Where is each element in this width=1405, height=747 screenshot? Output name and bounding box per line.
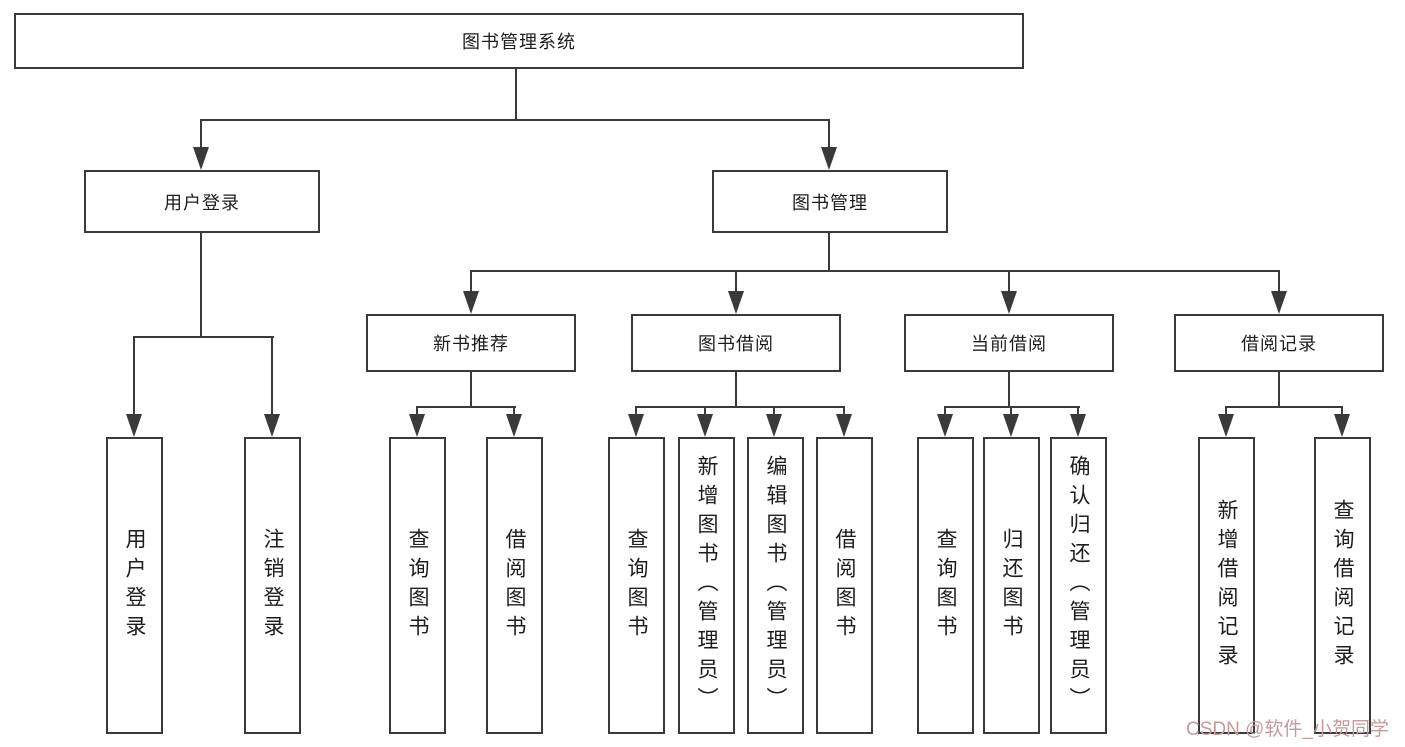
connector-line: [416, 406, 516, 408]
connector-line: [1008, 372, 1010, 408]
node-root: 图书管理系统: [14, 13, 1024, 69]
connector-line: [200, 119, 202, 149]
leaf-add-books-admin: 新增图书（管理员）: [678, 437, 735, 734]
connector-line: [133, 336, 135, 416]
arrow-down-icon: [463, 291, 479, 314]
connector-line: [513, 406, 515, 416]
connector-line: [843, 406, 845, 416]
leaf-return-books-label: 归还图书: [1000, 527, 1023, 644]
connector-line: [133, 336, 274, 338]
arrow-down-icon: [1334, 414, 1350, 437]
node-new-book-recommend-label: 新书推荐: [433, 334, 509, 354]
connector-line: [1278, 270, 1280, 293]
connector-line: [1225, 406, 1227, 416]
leaf-query-books-recommend-label: 查询图书: [406, 527, 429, 644]
connector-line: [828, 233, 830, 272]
node-borrowing-records-label: 借阅记录: [1241, 334, 1317, 354]
connector-line: [735, 270, 737, 293]
arrow-down-icon: [937, 414, 953, 437]
leaf-logout: 注销登录: [244, 437, 301, 734]
leaf-user-login: 用户登录: [106, 437, 163, 734]
connector-line: [1008, 270, 1010, 293]
connector-line: [416, 406, 418, 416]
node-book-borrowing: 图书借阅: [631, 314, 841, 372]
arrow-down-icon: [628, 414, 644, 437]
arrow-down-icon: [728, 291, 744, 314]
leaf-user-login-label: 用户登录: [123, 527, 146, 644]
arrow-down-icon: [1001, 291, 1017, 314]
connector-line: [470, 270, 1280, 272]
leaf-query-books-current: 查询图书: [917, 437, 974, 734]
leaf-query-books-current-label: 查询图书: [934, 527, 957, 644]
node-book-management-label: 图书管理: [792, 192, 868, 213]
arrow-down-icon: [1003, 414, 1019, 437]
leaf-edit-books-admin: 编辑图书（管理员）: [747, 437, 804, 734]
node-root-label: 图书管理系统: [462, 32, 576, 52]
connector-line: [635, 406, 845, 408]
arrow-down-icon: [264, 414, 280, 437]
leaf-confirm-return-admin-label: 确认归还（管理员）: [1067, 455, 1090, 716]
connector-line: [271, 336, 273, 416]
leaf-add-borrow-record-label: 新增借阅记录: [1215, 498, 1238, 673]
arrow-down-icon: [1070, 414, 1086, 437]
connector-line: [1010, 406, 1012, 416]
arrow-down-icon: [506, 414, 522, 437]
arrow-down-icon: [836, 414, 852, 437]
leaf-borrow-books-borrowing-label: 借阅图书: [833, 527, 856, 644]
leaf-confirm-return-admin: 确认归还（管理员）: [1050, 437, 1107, 734]
arrow-down-icon: [697, 414, 713, 437]
arrow-down-icon: [766, 414, 782, 437]
connector-line: [1077, 406, 1079, 416]
leaf-query-borrow-record-label: 查询借阅记录: [1331, 498, 1354, 673]
arrow-down-icon: [1218, 414, 1234, 437]
connector-line: [773, 406, 775, 416]
leaf-query-books-recommend: 查询图书: [389, 437, 446, 734]
leaf-return-books: 归还图书: [983, 437, 1040, 734]
leaf-borrow-books-recommend: 借阅图书: [486, 437, 543, 734]
leaf-borrow-books-recommend-label: 借阅图书: [503, 527, 526, 644]
leaf-borrow-books-borrowing: 借阅图书: [816, 437, 873, 734]
connector-line: [515, 69, 517, 120]
connector-line: [944, 406, 946, 416]
node-book-borrowing-label: 图书借阅: [698, 334, 774, 354]
connector-line: [1225, 406, 1343, 408]
leaf-edit-books-admin-label: 编辑图书（管理员）: [764, 455, 787, 716]
leaf-add-borrow-record: 新增借阅记录: [1198, 437, 1255, 734]
arrow-down-icon: [821, 147, 837, 170]
connector-line: [704, 406, 706, 416]
watermark: CSDN @软件_小贺同学: [1186, 719, 1389, 740]
connector-line: [200, 119, 830, 121]
connector-line: [735, 372, 737, 408]
connector-line: [944, 406, 1080, 408]
node-user-login: 用户登录: [84, 170, 320, 233]
node-current-borrowing: 当前借阅: [904, 314, 1114, 372]
arrow-down-icon: [1271, 291, 1287, 314]
arrow-down-icon: [409, 414, 425, 437]
arrow-down-icon: [193, 147, 209, 170]
connector-line: [1341, 406, 1343, 416]
connector-line: [1278, 372, 1280, 408]
connector-line: [635, 406, 637, 416]
leaf-add-books-admin-label: 新增图书（管理员）: [695, 455, 718, 716]
connector-line: [470, 270, 472, 293]
connector-line: [200, 233, 202, 338]
node-current-borrowing-label: 当前借阅: [971, 334, 1047, 354]
leaf-query-books-borrowing-label: 查询图书: [625, 527, 648, 644]
connector-line: [470, 372, 472, 408]
node-borrowing-records: 借阅记录: [1174, 314, 1384, 372]
node-user-login-label: 用户登录: [164, 192, 240, 213]
arrow-down-icon: [126, 414, 142, 437]
connector-line: [828, 119, 830, 149]
node-book-management: 图书管理: [712, 170, 948, 233]
leaf-query-books-borrowing: 查询图书: [608, 437, 665, 734]
leaf-query-borrow-record: 查询借阅记录: [1314, 437, 1371, 734]
leaf-logout-label: 注销登录: [261, 527, 284, 644]
node-new-book-recommend: 新书推荐: [366, 314, 576, 372]
